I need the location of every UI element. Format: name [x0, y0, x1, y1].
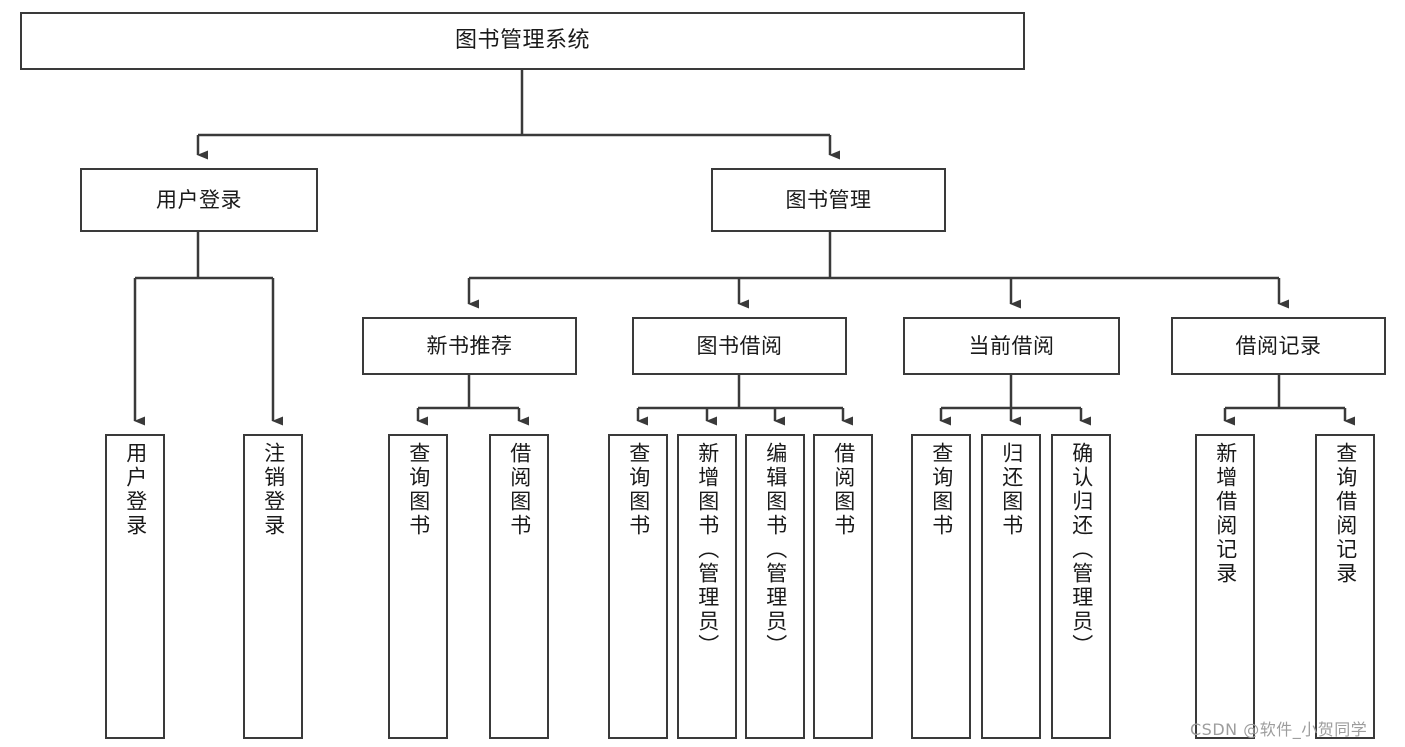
node-user-login[interactable]: 用户登录: [80, 168, 318, 232]
csdn-watermark: CSDN @软件_小贺同学: [1190, 720, 1368, 739]
node-new-book-recommend[interactable]: 新书推荐: [362, 317, 577, 375]
node-label: 新增借阅记录: [1213, 442, 1238, 586]
node-label: 归还图书: [999, 442, 1024, 538]
node-label: 新书推荐: [426, 333, 513, 358]
node-label: 图书管理系统: [454, 28, 590, 54]
leaf-query-book-borrow[interactable]: 查询图书: [608, 434, 668, 739]
node-label: 注销登录: [261, 442, 286, 538]
node-label: 图书管理: [785, 187, 872, 212]
leaf-query-book-recommend[interactable]: 查询图书: [388, 434, 448, 739]
leaf-user-login[interactable]: 用户登录: [105, 434, 165, 739]
node-label: 图书借阅: [696, 333, 783, 358]
node-label: 当前借阅: [968, 333, 1055, 358]
node-label: 借阅记录: [1235, 333, 1322, 358]
node-label: 编辑图书（管理员）: [763, 442, 788, 658]
node-label: 查询图书: [626, 442, 651, 538]
leaf-edit-book-admin[interactable]: 编辑图书（管理员）: [745, 434, 805, 739]
leaf-add-borrow-record[interactable]: 新增借阅记录: [1195, 434, 1255, 739]
leaf-borrow-book-recommend[interactable]: 借阅图书: [489, 434, 549, 739]
leaf-return-book[interactable]: 归还图书: [981, 434, 1041, 739]
node-label: 新增图书（管理员）: [695, 442, 720, 658]
leaf-confirm-return-admin[interactable]: 确认归还（管理员）: [1051, 434, 1111, 739]
node-label: 借阅图书: [507, 442, 532, 538]
node-label: 用户登录: [123, 442, 148, 538]
node-borrow-record[interactable]: 借阅记录: [1171, 317, 1386, 375]
node-label: 查询借阅记录: [1333, 442, 1358, 586]
leaf-add-book-admin[interactable]: 新增图书（管理员）: [677, 434, 737, 739]
node-label: 确认归还（管理员）: [1069, 442, 1094, 658]
node-book-borrow[interactable]: 图书借阅: [632, 317, 847, 375]
node-label: 用户登录: [156, 187, 242, 212]
node-book-management[interactable]: 图书管理: [711, 168, 946, 232]
node-book-management-system[interactable]: 图书管理系统: [20, 12, 1025, 70]
node-label: 借阅图书: [831, 442, 856, 538]
leaf-borrow-book[interactable]: 借阅图书: [813, 434, 873, 739]
node-label: 查询图书: [406, 442, 431, 538]
node-current-borrow[interactable]: 当前借阅: [903, 317, 1120, 375]
leaf-query-book-current[interactable]: 查询图书: [911, 434, 971, 739]
node-label: 查询图书: [929, 442, 954, 538]
leaf-logout[interactable]: 注销登录: [243, 434, 303, 739]
leaf-query-borrow-record[interactable]: 查询借阅记录: [1315, 434, 1375, 739]
